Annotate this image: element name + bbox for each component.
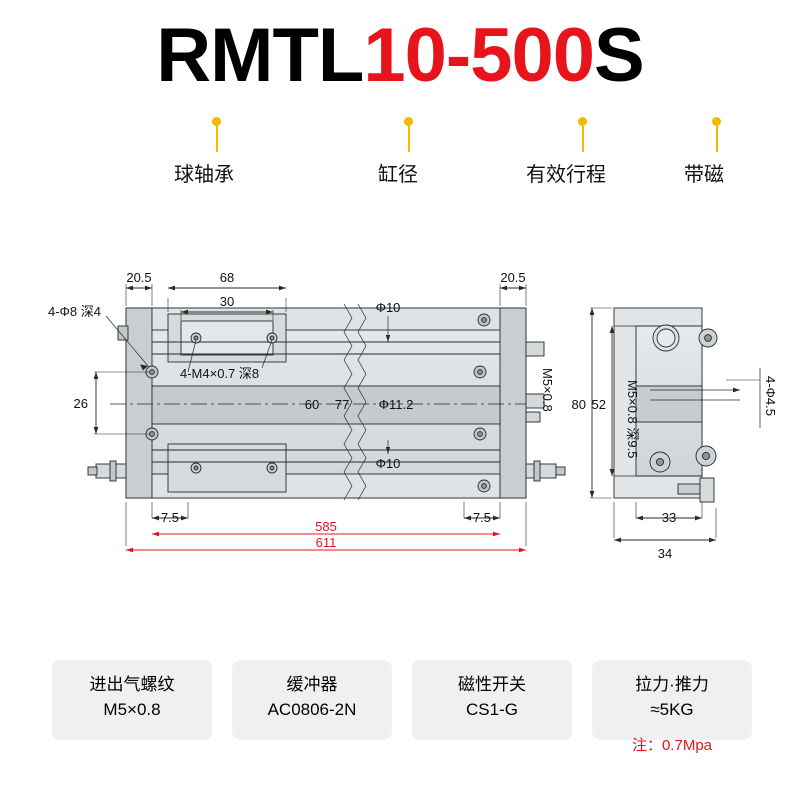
- dim-mid-2: 77: [335, 397, 349, 412]
- dim-side-hole: 4-Φ4.5: [763, 376, 778, 416]
- callout-line-3: [582, 126, 584, 152]
- dim-stroke: 585: [315, 519, 337, 534]
- dim-side-height-outer: 80: [572, 397, 586, 412]
- spec-row: 进出气螺纹 M5×0.8 缓冲器 AC0806-2N 磁性开关 CS1-G 拉力…: [52, 660, 752, 754]
- dim-top-right: 20.5: [500, 270, 525, 285]
- callout-dot-1: [212, 117, 221, 126]
- note-thread: 4-M4×0.7 深8: [180, 366, 259, 381]
- dim-left-height: 26: [74, 396, 88, 411]
- dim-port-right: M5×0.8: [540, 368, 555, 412]
- spec-title: 缓冲器: [286, 675, 338, 694]
- callout-dot-4: [712, 117, 721, 126]
- spec-card-shock-absorber: 缓冲器 AC0806-2N: [232, 660, 392, 740]
- callout-line-2: [408, 126, 410, 152]
- title-suffix: S: [594, 13, 645, 98]
- spec-note: 注：0.7Mpa: [631, 737, 713, 754]
- callout-line-4: [716, 126, 718, 152]
- dim-total: 611: [316, 535, 337, 550]
- title-series: RMTL: [156, 13, 364, 98]
- dim-bottom-left: 7.5: [161, 510, 179, 525]
- spec-value: M5×0.8: [103, 700, 161, 719]
- spec-title: 磁性开关: [458, 675, 526, 694]
- technical-drawing: 20.5 68 30 20.5 Φ10 4-Φ8 深4 4-M4×0.7 深8 …: [0, 268, 800, 598]
- callout-dot-2: [404, 117, 413, 126]
- dim-top-span: 68: [220, 270, 234, 285]
- spec-title: 拉力·推力: [635, 675, 709, 694]
- callout-label-magnetic: 带磁: [684, 164, 724, 186]
- spec-card-magnetic-switch: 磁性开关 CS1-G: [412, 660, 572, 740]
- note-counterbore: 4-Φ8 深4: [48, 304, 101, 319]
- spec-value: CS1-G: [466, 700, 518, 719]
- dim-bore-top: Φ10: [376, 300, 401, 315]
- dim-mid-1: 60: [305, 397, 319, 412]
- dim-bore-mid: Φ11.2: [379, 397, 414, 412]
- spec-value: AC0806-2N: [267, 700, 357, 719]
- callout-label-stroke: 有效行程: [526, 164, 606, 186]
- dim-side-port: M5×0.8 深9.5: [625, 380, 640, 458]
- spec-card-force: 拉力·推力 ≈5KG 注：0.7Mpa: [592, 660, 752, 754]
- dim-top-inner: 30: [220, 294, 234, 309]
- callout-line-1: [216, 126, 218, 152]
- dim-side-height-inner: 52: [592, 397, 606, 412]
- dim-bore-bottom: Φ10: [376, 456, 401, 471]
- spec-title: 进出气螺纹: [89, 675, 175, 694]
- dim-side-width-inner: 33: [662, 510, 676, 525]
- title-model: 10-500: [363, 13, 595, 98]
- product-title: RMTL10-500S: [0, 16, 800, 96]
- callout-dot-3: [578, 117, 587, 126]
- callout-label-ball-bearing: 球轴承: [174, 164, 234, 186]
- dim-top-left: 20.5: [126, 270, 151, 285]
- spec-card-port-thread: 进出气螺纹 M5×0.8: [52, 660, 212, 740]
- dim-side-width-outer: 34: [658, 546, 672, 561]
- spec-value: ≈5KG: [650, 700, 694, 719]
- callout-label-bore: 缸径: [378, 164, 418, 186]
- dim-bottom-right: 7.5: [473, 510, 491, 525]
